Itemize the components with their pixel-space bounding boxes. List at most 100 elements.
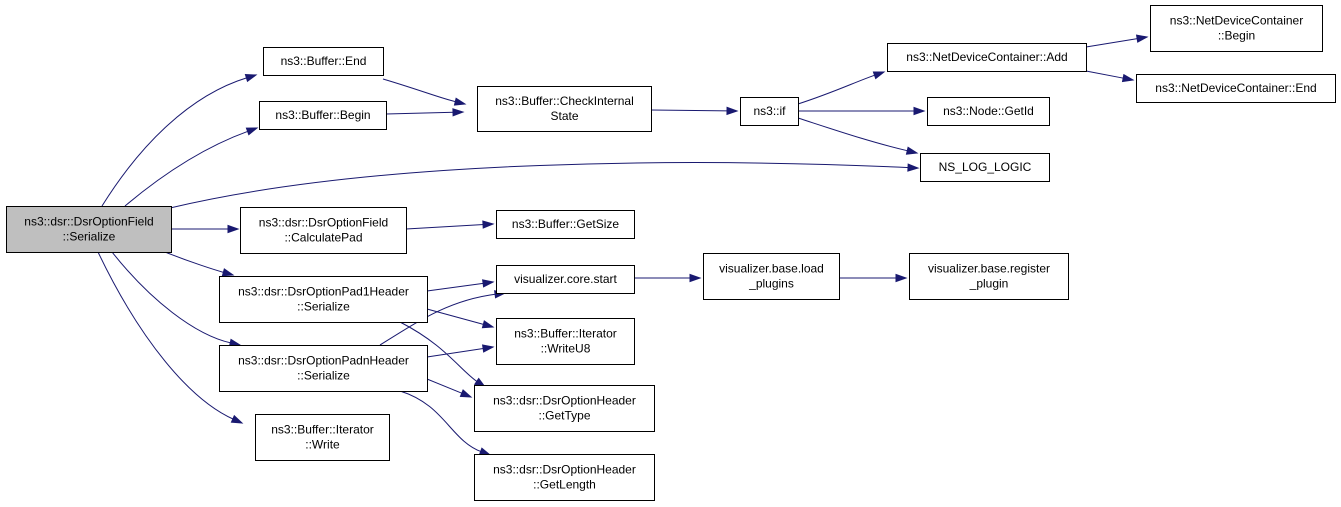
- node-iter-write[interactable]: ns3::Buffer::Iterator::Write: [255, 414, 390, 461]
- node-label: ns3::dsr::DsrOptionPadnHeader: [238, 354, 409, 368]
- edge-arrowhead: [913, 106, 926, 116]
- node-vis-core-start[interactable]: visualizer.core.start: [496, 265, 635, 294]
- node-box[interactable]: [255, 414, 390, 461]
- edge-root-to-iter_write: [97, 251, 244, 424]
- node-label: ns3::dsr::DsrOptionHeader: [493, 394, 636, 408]
- node-label: ns3::dsr::DsrOptionField: [24, 215, 153, 229]
- node-ndc-end[interactable]: ns3::NetDeviceContainer::End: [1136, 74, 1336, 103]
- node-label: ns3::Buffer::Iterator: [514, 327, 617, 341]
- node-buf-begin[interactable]: ns3::Buffer::Begin: [259, 101, 387, 130]
- edge-arrowhead: [481, 344, 495, 353]
- node-box[interactable]: [6, 206, 172, 253]
- node-node-getid[interactable]: ns3::Node::GetId: [927, 97, 1050, 126]
- edge-vis_load_plugins-to-vis_register_plugin: [839, 273, 908, 283]
- node-box[interactable]: [259, 101, 387, 130]
- node-box[interactable]: [927, 97, 1050, 126]
- node-ndc-begin[interactable]: ns3::NetDeviceContainer::Begin: [1150, 5, 1323, 52]
- node-label: ns3::if: [753, 104, 786, 118]
- edge-vis_core_start-to-vis_load_plugins: [634, 273, 702, 283]
- edge-arrowhead: [905, 146, 919, 155]
- node-buf-getsize[interactable]: ns3::Buffer::GetSize: [496, 210, 635, 239]
- node-label: NS_LOG_LOGIC: [939, 160, 1032, 174]
- edge-line: [385, 111, 455, 115]
- node-box[interactable]: [1150, 5, 1323, 52]
- edge-line: [797, 117, 909, 152]
- node-box[interactable]: [496, 265, 635, 294]
- edge-line: [97, 251, 234, 420]
- node-box[interactable]: [496, 210, 635, 239]
- edge-line: [405, 224, 485, 230]
- edge-line: [124, 130, 249, 207]
- node-label: ns3::Buffer::Iterator: [271, 423, 374, 437]
- node-box[interactable]: [477, 86, 652, 132]
- node-box[interactable]: [703, 253, 840, 300]
- edge-arrowhead: [453, 97, 467, 106]
- node-box[interactable]: [909, 253, 1069, 300]
- edge-calc_pad-to-buf_getsize: [405, 220, 495, 230]
- node-ns3-if[interactable]: ns3::if: [740, 97, 799, 126]
- node-box[interactable]: [219, 345, 428, 392]
- edge-arrowhead: [227, 224, 240, 234]
- node-ns-log-logic[interactable]: NS_LOG_LOGIC: [920, 153, 1050, 182]
- node-box[interactable]: [1136, 74, 1336, 103]
- node-padn-serialize[interactable]: ns3::dsr::DsrOptionPadnHeader::Serialize: [219, 345, 428, 392]
- edge-arrowhead: [459, 389, 473, 398]
- edge-root-to-ns_log_logic: [169, 162, 920, 209]
- edge-line: [426, 378, 463, 395]
- edge-ndc_add-to-ndc_begin: [1085, 34, 1149, 48]
- edge-arrowhead: [221, 268, 235, 277]
- node-box[interactable]: [496, 318, 635, 365]
- edge-arrowhead: [689, 273, 702, 283]
- node-box[interactable]: [920, 153, 1050, 182]
- edge-line: [797, 74, 876, 105]
- node-pad1-serialize[interactable]: ns3::dsr::DsrOptionPad1Header::Serialize: [219, 276, 428, 323]
- edge-line: [101, 77, 248, 207]
- node-vis-load-plugins[interactable]: visualizer.base.load_plugins: [703, 253, 840, 300]
- edge-line: [169, 162, 910, 209]
- node-box[interactable]: [474, 454, 655, 501]
- edge-ndc_add-to-ndc_end: [1085, 70, 1135, 83]
- node-label: ::Serialize: [63, 230, 116, 244]
- edge-arrowhead: [230, 414, 244, 424]
- node-label: ::Serialize: [297, 300, 350, 314]
- edge-arrowhead: [726, 106, 739, 116]
- node-box[interactable]: [474, 385, 655, 432]
- edges-layer: [97, 34, 1149, 456]
- node-vis-register-plugin[interactable]: visualizer.base.register_plugin: [909, 253, 1069, 300]
- node-root[interactable]: ns3::dsr::DsrOptionField::Serialize: [6, 206, 172, 253]
- node-box[interactable]: [740, 97, 799, 126]
- edge-line: [1085, 70, 1125, 79]
- node-label: _plugin: [969, 277, 1009, 291]
- node-box[interactable]: [219, 276, 428, 323]
- node-label: visualizer.base.load: [719, 262, 824, 276]
- node-box[interactable]: [263, 47, 384, 76]
- edge-arrowhead: [244, 74, 258, 83]
- node-opt-getlength[interactable]: ns3::dsr::DsrOptionHeader::GetLength: [474, 454, 655, 501]
- edge-line: [426, 282, 485, 292]
- edge-root-to-buf_begin: [124, 127, 259, 207]
- node-buf-end[interactable]: ns3::Buffer::End: [263, 47, 384, 76]
- edge-arrowhead: [481, 320, 495, 329]
- edge-root-to-pad1_serialize: [164, 251, 235, 277]
- edge-pad1_serialize-to-vis_core_start: [426, 279, 495, 292]
- node-label: ns3::Buffer::Begin: [275, 108, 370, 122]
- edge-ns3_if-to-ns_log_logic: [797, 117, 919, 155]
- edge-arrowhead: [1135, 34, 1149, 43]
- node-calc-pad[interactable]: ns3::dsr::DsrOptionField::CalculatePad: [240, 207, 407, 254]
- node-opt-gettype[interactable]: ns3::dsr::DsrOptionHeader::GetType: [474, 385, 655, 432]
- node-label: ns3::Node::GetId: [943, 104, 1034, 118]
- node-label: ::GetType: [538, 409, 590, 423]
- edge-line: [382, 78, 457, 103]
- node-box[interactable]: [887, 43, 1087, 72]
- edge-root-to-padn_serialize: [111, 251, 242, 347]
- node-label: ::CalculatePad: [284, 231, 362, 245]
- node-iter-writeu8[interactable]: ns3::Buffer::Iterator::WriteU8: [496, 318, 635, 365]
- edge-line: [111, 251, 232, 344]
- node-label: ns3::dsr::DsrOptionPad1Header: [238, 285, 409, 299]
- edge-buf_begin-to-check_internal: [385, 108, 465, 117]
- edge-arrowhead: [872, 71, 886, 80]
- edge-buf_end-to-check_internal: [382, 78, 467, 106]
- node-box[interactable]: [240, 207, 407, 254]
- node-ndc-add[interactable]: ns3::NetDeviceContainer::Add: [887, 43, 1087, 72]
